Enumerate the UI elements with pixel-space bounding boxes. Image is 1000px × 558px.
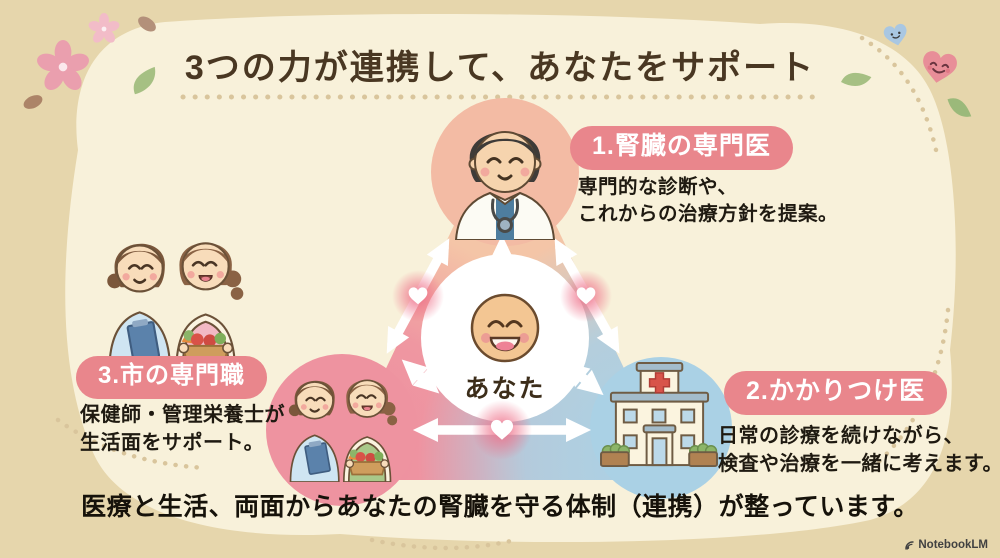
planter-bushes [600, 443, 718, 468]
hospital-illustration [600, 361, 718, 468]
desc-line: 日常の診療を続けながら、 [718, 425, 964, 447]
badge-city-professionals: 3.市の専門職 [76, 356, 268, 399]
petal-icon [23, 95, 43, 109]
desc-city-professionals: 保健師・管理栄養士が 生活面をサポート。 [80, 402, 285, 457]
stethoscope-icon [491, 198, 519, 233]
badge-kidney-specialist: 1.腎臓の専門医 [570, 126, 793, 170]
center-label: あなた [464, 375, 546, 403]
leaf-icon [133, 66, 156, 95]
heart-icon [576, 287, 596, 305]
desc-line: これからの治療方針を提案。 [578, 202, 839, 225]
notebooklm-logo-icon [905, 540, 915, 550]
heart-icon [490, 419, 514, 440]
desc-line: 検査や治療を一緒に考えます。 [718, 452, 1000, 475]
city-staff-illustration-small [288, 379, 398, 482]
desc-kidney-specialist: 専門的な診断や、 これからの治療方針を提案。 [578, 174, 838, 228]
clipboard-icon [304, 440, 331, 475]
desc-line: 生活面をサポート。 [80, 431, 265, 454]
vegetable-basket-icon [345, 449, 390, 476]
page-title: 3つの力が連携して、あなたをサポート [184, 49, 816, 87]
red-cross-icon [648, 372, 671, 394]
heart-icon [408, 287, 428, 305]
smiling-heart-icon [883, 23, 907, 46]
footer-message: 医療と生活、両面からあなたの腎臓を守る体制（連携）が整っています。 [81, 493, 919, 521]
doctor-illustration [454, 131, 556, 240]
leaf-icon [841, 72, 872, 87]
badge-family-doctor: 2.かかりつけ医 [724, 371, 948, 415]
edge-hearts [392, 270, 612, 460]
petal-icon [138, 16, 156, 32]
desc-line: 専門的な診断や、 [578, 176, 738, 198]
smiling-heart-icon [923, 51, 957, 83]
cherry-blossom-icon [37, 40, 89, 91]
leaf-icon [947, 98, 972, 117]
cherry-blossom-icon [88, 13, 120, 43]
patient-face-icon [470, 293, 540, 363]
desc-line: 保健師・管理栄養士が [80, 404, 285, 426]
desc-family-doctor: 日常の診療を続けながら、 検査や治療を一緒に考えます。 [718, 423, 1000, 478]
watermark: NotebookLM [904, 539, 988, 551]
city-staff-illustration [107, 242, 244, 371]
watermark-label: NotebookLM [918, 539, 988, 551]
